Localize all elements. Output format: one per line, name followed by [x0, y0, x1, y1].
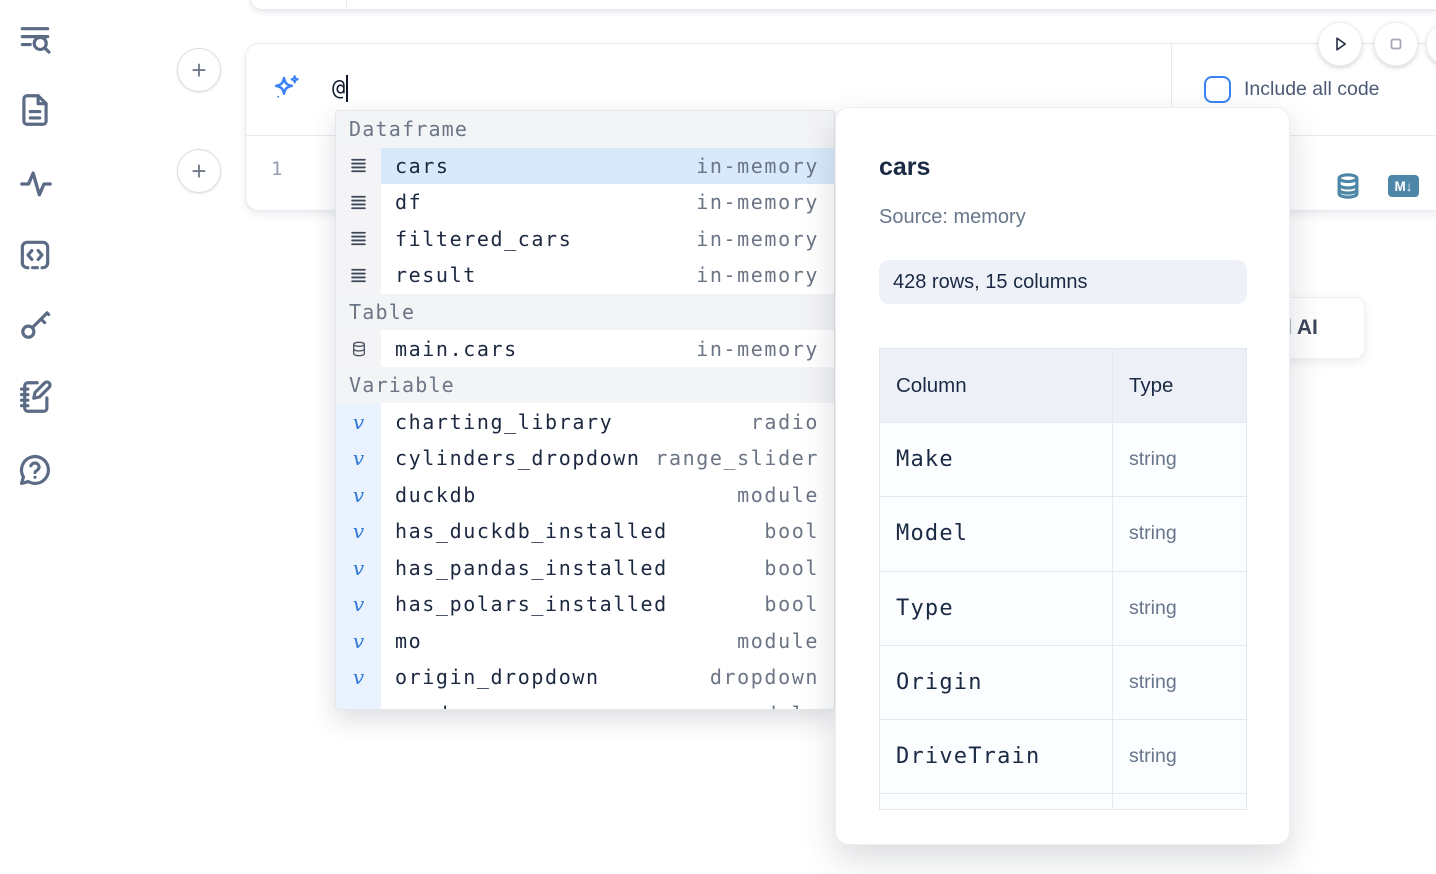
- list-search-icon[interactable]: [16, 20, 54, 58]
- rows-icon: [336, 257, 381, 294]
- schema-header-column: Column: [880, 349, 1113, 423]
- schema-row: Type string: [880, 571, 1246, 646]
- schema-header-row: Column Type: [880, 349, 1246, 423]
- add-cell-below-button[interactable]: +: [177, 149, 221, 193]
- previous-cell-fragment: [250, 0, 1436, 10]
- stop-button[interactable]: [1374, 22, 1418, 66]
- help-message-icon[interactable]: [16, 451, 54, 489]
- dataframe-preview-popup: cars Source: memory 428 rows, 15 columns…: [835, 107, 1290, 845]
- code-square-dashed-icon[interactable]: [16, 236, 54, 274]
- ai-prompt-input[interactable]: @: [332, 75, 349, 102]
- cell-divider: [346, 0, 347, 9]
- schema-row: Model string: [880, 497, 1246, 572]
- schema-row: DriveTrain string: [880, 720, 1246, 795]
- prompt-value: @: [332, 76, 346, 101]
- rows-icon: [336, 184, 381, 221]
- schema-row-clipped: [880, 794, 1246, 809]
- preview-source: Source: memory: [879, 206, 1026, 228]
- variable-icon: v: [336, 622, 381, 660]
- section-header-dataframe: Dataframe: [336, 111, 834, 148]
- schema-header-type: Type: [1113, 349, 1246, 423]
- prompt-divider: [1171, 44, 1172, 136]
- section-header-variable: Variable: [336, 366, 834, 404]
- schema-row: Make string: [880, 423, 1246, 498]
- add-cell-above-button[interactable]: +: [177, 48, 221, 92]
- variable-icon: v: [336, 549, 381, 587]
- variable-icon: v: [336, 695, 381, 709]
- preview-shape-badge: 428 rows, 15 columns: [879, 260, 1247, 304]
- markdown-convert-icon[interactable]: M↓: [1388, 175, 1419, 197]
- variable-icon: v: [336, 439, 381, 477]
- preview-title: cars: [879, 153, 931, 181]
- schema-table: Column Type Make string Model string Typ…: [879, 348, 1247, 810]
- text-cursor: [346, 75, 349, 102]
- code-editor-row[interactable]: 1 M↓: [246, 136, 1436, 211]
- database-icon[interactable]: [1334, 172, 1362, 200]
- autocomplete-item-clipped[interactable]: v pandasmodule: [336, 695, 834, 709]
- key-icon[interactable]: [16, 306, 54, 344]
- variable-icon: v: [336, 476, 381, 514]
- line-number: 1: [271, 158, 283, 180]
- database-small-icon: [336, 330, 381, 367]
- file-text-icon[interactable]: [16, 91, 54, 129]
- variable-icon: v: [336, 586, 381, 623]
- notebook-pen-icon[interactable]: [16, 378, 54, 416]
- rows-icon: [336, 147, 381, 185]
- include-all-code-checkbox[interactable]: [1204, 76, 1231, 103]
- variable-icon: v: [336, 403, 381, 440]
- section-header-table: Table: [336, 293, 834, 331]
- variable-icon: v: [336, 513, 381, 550]
- include-all-code-label: Include all code: [1244, 78, 1380, 100]
- run-cell-button[interactable]: [1318, 22, 1362, 66]
- activity-icon[interactable]: [16, 164, 56, 204]
- rows-icon: [336, 220, 381, 258]
- variable-icon: v: [336, 659, 381, 696]
- sparkles-icon: [270, 72, 302, 104]
- schema-row: Origin string: [880, 645, 1246, 721]
